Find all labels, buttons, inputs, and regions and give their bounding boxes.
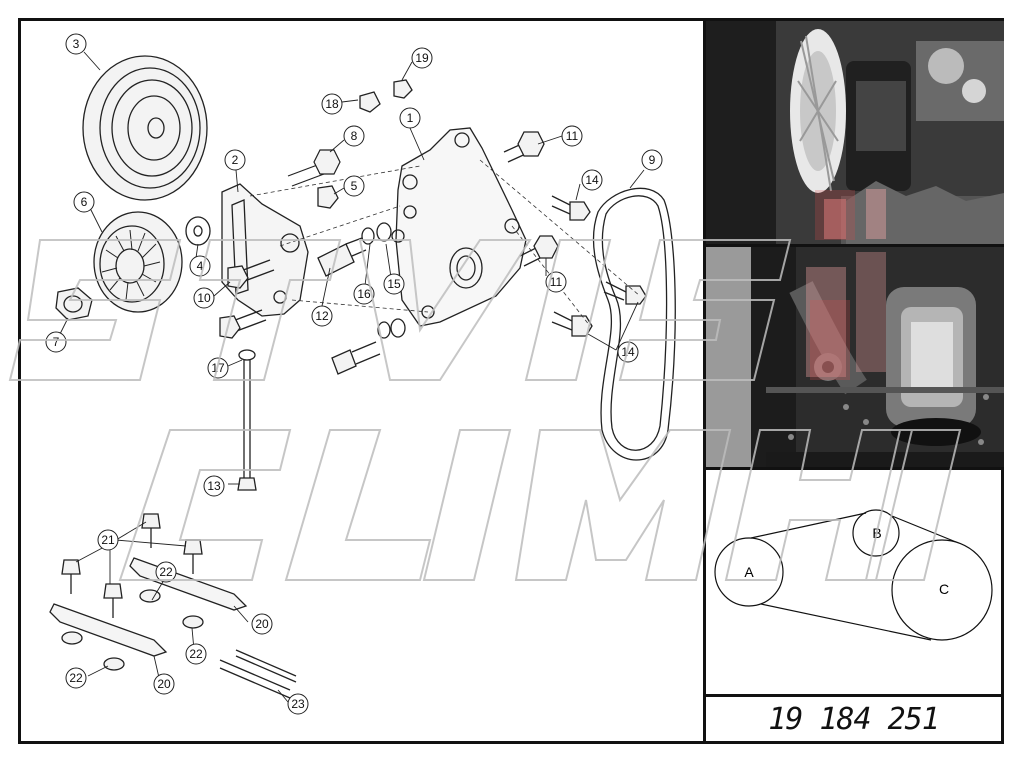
callout-circle [411, 47, 433, 69]
callout-circle [224, 149, 246, 171]
callout-circle [581, 169, 603, 191]
callout-label: 2 [232, 153, 239, 167]
callout-circle [185, 643, 207, 665]
callout-circle [65, 667, 87, 689]
callout-circle [321, 93, 343, 115]
pulley-c-label: C [939, 581, 949, 597]
callout-circle [73, 191, 95, 213]
callout-label: 18 [325, 97, 339, 111]
callout-circle [399, 107, 421, 129]
callout-label: 14 [621, 345, 635, 359]
callout-circle [153, 673, 175, 695]
callout-label: 11 [550, 275, 563, 289]
callout-label: 5 [351, 179, 358, 193]
callout-circle [641, 149, 663, 171]
callout-label: 22 [189, 647, 203, 661]
engine-photo-top [706, 21, 1004, 244]
callout-circle [65, 33, 87, 55]
callout-label: 7 [53, 335, 60, 349]
callout-label: 15 [387, 277, 401, 291]
callout-label: 11 [566, 129, 579, 143]
callout-label: 8 [351, 129, 358, 143]
panel-divider-vertical [703, 18, 706, 744]
callout-label: 6 [81, 195, 88, 209]
belt-routing-diagram: A B C [706, 470, 1004, 694]
callout-label: 12 [315, 309, 329, 323]
callout-label: 16 [357, 287, 371, 301]
callout-label: 4 [197, 259, 204, 273]
exploded-parts-drawing: 1 2 3 4 5 6 7 8 9 10 11 11 12 13 14 14 1… [21, 21, 703, 741]
callout-circle [343, 175, 365, 197]
callout-label: 20 [255, 617, 269, 631]
callout-circle [561, 125, 583, 147]
callout-circle [97, 529, 119, 551]
callout-label: 9 [649, 153, 656, 167]
pulley-b-label: B [872, 525, 881, 541]
callout-label: 14 [585, 173, 599, 187]
pulley-a-label: A [744, 564, 754, 580]
callout-label: 1 [407, 111, 414, 125]
engine-photo-bottom [706, 247, 1004, 467]
callout-label: 3 [73, 37, 80, 51]
callout-label: 21 [101, 533, 115, 547]
panel-divider-1 [706, 244, 1004, 247]
callout-label: 17 [211, 361, 225, 375]
part-number: 19 184 251 [768, 701, 940, 737]
callout-label: 22 [69, 671, 83, 685]
callout-circle [287, 693, 309, 715]
callout-label: 13 [207, 479, 221, 493]
callout-label: 22 [159, 565, 173, 579]
callout-label: 20 [157, 677, 171, 691]
callout-label: 23 [291, 697, 305, 711]
callout-label: 19 [415, 51, 429, 65]
panel-divider-3 [706, 694, 1004, 697]
callout-circle [251, 613, 273, 635]
callout-circle [343, 125, 365, 147]
callout-label: 10 [197, 291, 211, 305]
